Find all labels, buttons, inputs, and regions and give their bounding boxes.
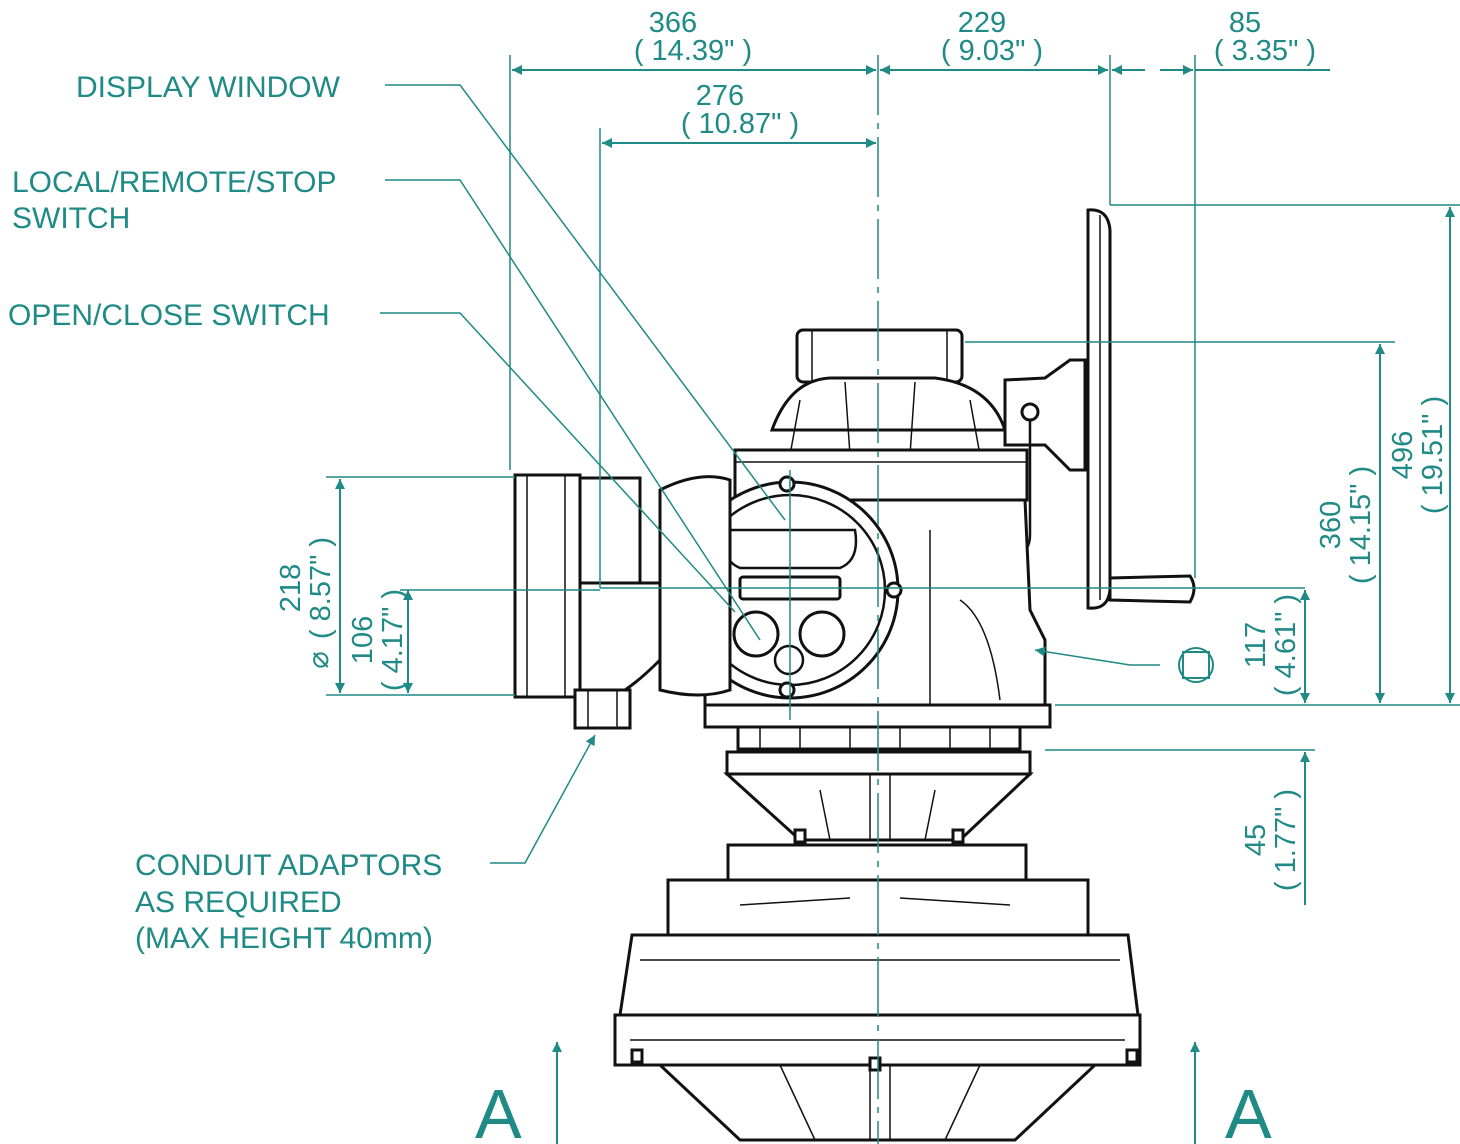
dim-85-inch: ( 3.35" ) bbox=[1214, 35, 1316, 67]
dim-106: 106 ( 4.17" ) bbox=[347, 589, 409, 691]
dim-106-value: 106 bbox=[347, 616, 379, 664]
callout-open-close: OPEN/CLOSE SWITCH bbox=[8, 299, 330, 332]
dim-366-inch: ( 14.39" ) bbox=[634, 35, 752, 67]
dim-45: 45 ( 1.77" ) bbox=[1240, 789, 1302, 891]
dim-218: 218 ( 8.57" ) bbox=[275, 537, 337, 639]
dim-496-inch: ( 19.51" ) bbox=[1417, 396, 1449, 514]
dim-117-inch: ( 4.61" ) bbox=[1270, 594, 1302, 696]
diameter-symbol: ⌀ bbox=[303, 651, 335, 668]
dim-366-value: 366 bbox=[649, 7, 697, 39]
dim-117: 117 ( 4.61" ) bbox=[1240, 594, 1302, 696]
dim-496: 496 ( 19.51" ) bbox=[1387, 396, 1449, 514]
dim-360: 360 ( 14.15" ) bbox=[1315, 466, 1377, 584]
section-label-left: A bbox=[475, 1075, 522, 1144]
dim-218-value: 218 bbox=[275, 564, 307, 612]
dim-106-inch: ( 4.17" ) bbox=[377, 589, 409, 691]
dim-diameter: ⌀ bbox=[303, 651, 335, 668]
section-label-right: A bbox=[1225, 1075, 1272, 1144]
centerlines bbox=[600, 55, 1305, 1144]
dim-276-value: 276 bbox=[696, 80, 744, 112]
dimension-lines bbox=[335, 65, 1455, 905]
callout-local-remote-line1: LOCAL/REMOTE/STOP bbox=[12, 166, 337, 199]
dim-45-value: 45 bbox=[1240, 824, 1272, 856]
callout-display-window: DISPLAY WINDOW bbox=[76, 71, 341, 104]
dim-360-inch: ( 14.15" ) bbox=[1345, 466, 1377, 584]
callout-conduit-line1: CONDUIT ADAPTORS bbox=[135, 849, 442, 882]
leader-lines bbox=[380, 84, 1214, 864]
actuator-outline bbox=[513, 208, 1196, 1142]
callout-conduit-line3: (MAX HEIGHT 40mm) bbox=[135, 922, 433, 955]
dim-85-value: 85 bbox=[1229, 7, 1261, 39]
dim-229-inch: ( 9.03" ) bbox=[941, 35, 1043, 67]
extension-lines bbox=[326, 55, 1460, 751]
callout-local-remote-line2: SWITCH bbox=[12, 202, 130, 235]
dim-117-value: 117 bbox=[1240, 622, 1272, 668]
dim-218-inch: ( 8.57" ) bbox=[305, 537, 337, 639]
section-arrows bbox=[552, 1042, 1200, 1144]
dim-496-value: 496 bbox=[1387, 431, 1419, 479]
dim-229-value: 229 bbox=[958, 7, 1006, 39]
dim-276-inch: ( 10.87" ) bbox=[681, 108, 799, 140]
dim-360-value: 360 bbox=[1315, 501, 1347, 549]
dim-45-inch: ( 1.77" ) bbox=[1270, 789, 1302, 891]
callout-conduit-line2: AS REQUIRED bbox=[135, 886, 342, 919]
